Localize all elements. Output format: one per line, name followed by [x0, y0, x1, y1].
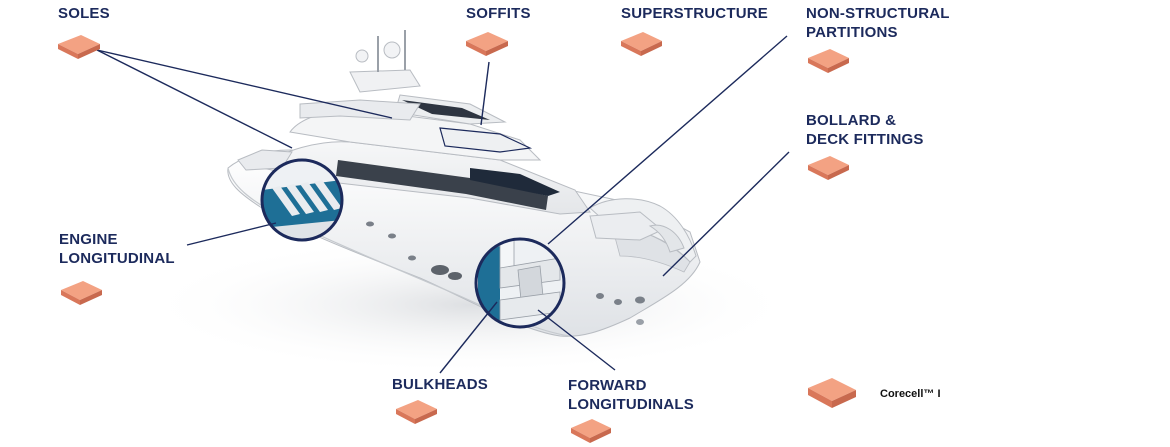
yacht-superstructure [237, 30, 685, 253]
corecell-tile-bollard [808, 156, 849, 180]
corecell-tile-non-structural [808, 49, 849, 73]
leader-lines [96, 35, 790, 374]
label-bollard-deck-fittings: BOLLARD & DECK FITTINGS [806, 112, 924, 148]
forward-callout [474, 237, 566, 329]
corecell-tile-forward [571, 419, 611, 443]
leader-non-structural [547, 35, 788, 245]
leader-bollard [662, 151, 790, 277]
label-non-structural-partitions: NON-STRUCTURAL PARTITIONS [806, 5, 950, 41]
leader-forward [537, 309, 616, 371]
legend-label: Corecell™ I [880, 388, 941, 400]
corecell-tile-superstructure [621, 32, 662, 56]
corecell-tile-soffits [466, 32, 508, 56]
corecell-tile-engine [61, 281, 102, 305]
leader-soffits [480, 61, 490, 126]
leader-soles-upper [96, 49, 393, 119]
leader-engine [186, 222, 277, 246]
leader-soles-lower [96, 49, 293, 149]
label-forward-longitudinals: FORWARD LONGITUDINALS [568, 377, 694, 413]
label-bulkheads: BULKHEADS [392, 376, 488, 393]
corecell-legend-tile [808, 378, 856, 408]
corecell-tile-soles [58, 35, 100, 59]
leader-bulkheads [439, 301, 498, 374]
engine-room-callout [260, 158, 344, 242]
label-superstructure: SUPERSTRUCTURE [621, 5, 768, 22]
label-soles: SOLES [58, 5, 110, 22]
corecell-tile-bulkheads [396, 400, 437, 424]
label-soffits: SOFFITS [466, 5, 531, 22]
label-engine-longitudinal: ENGINE LONGITUDINAL [59, 231, 175, 267]
